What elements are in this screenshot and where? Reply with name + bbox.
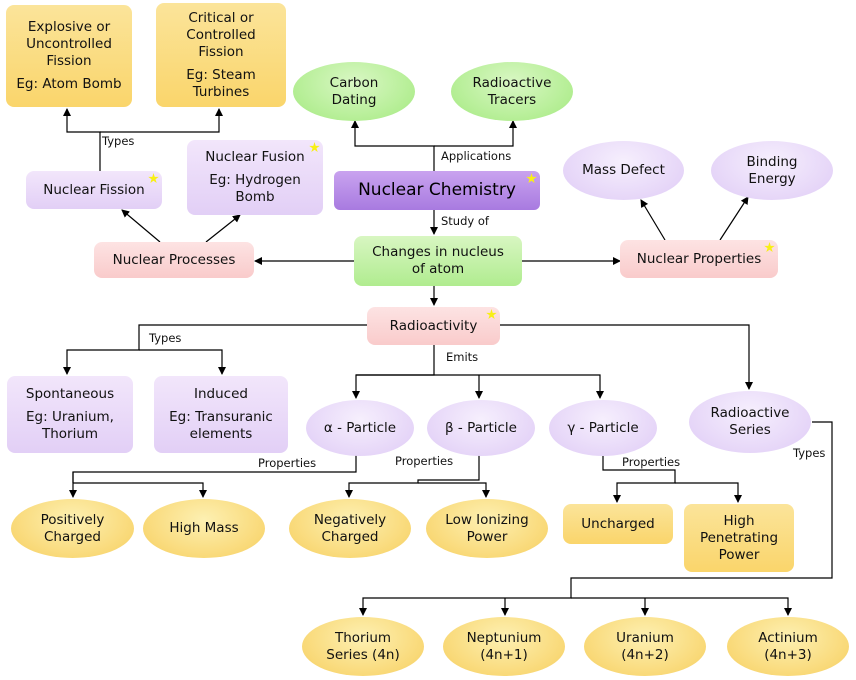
radioactive-series-node: Radioactive Series [689,391,811,453]
radioactivity-node: Radioactivity [367,307,500,345]
alpha-particle-label: α - Particle [323,419,397,436]
star-icon [309,142,320,153]
negatively-charged-node: Negatively Charged [289,499,411,558]
radioactivity-label: Radioactivity [389,317,478,334]
link-label-types-fission: Types [102,134,135,148]
nuclear-fusion-example: Eg: Hydrogen Bomb [209,172,301,205]
critical-fission-example: Eg: Steam Turbines [186,66,256,100]
critical-fission-line-2: Controlled [186,26,256,43]
uncharged-label: Uncharged [581,515,655,532]
mass-defect-label: Mass Defect [582,162,665,178]
negatively-charged-label: Negatively Charged [313,511,387,545]
link-label-types-radioactivity: Types [149,331,182,345]
critical-fission-line-3: Fission [198,43,244,60]
explosive-fission-node: Explosive or Uncontrolled Fission Eg: At… [6,5,132,107]
neptunium-series-label: Neptunium (4n+1) [466,629,542,663]
mass-defect-node: Mass Defect [563,141,684,200]
radioactive-series-label: Radioactive Series [710,405,790,438]
nuclear-fission-node: Nuclear Fission [26,171,162,209]
explosive-fission-line-2: Uncontrolled [26,36,112,52]
positively-charged-label: Positively Charged [40,511,105,545]
positively-charged-node: Positively Charged [11,499,134,558]
link-label-applications: Applications [441,149,512,163]
nuclear-properties-label: Nuclear Properties [636,250,762,267]
gamma-particle-label: γ - Particle [567,419,639,436]
actinium-series-node: Actinium (4n+3) [727,617,849,676]
uranium-series-label: Uranium (4n+2) [616,629,674,663]
induced-label: Induced [194,386,248,402]
star-icon [526,173,537,184]
star-icon [148,173,159,184]
binding-energy-node: Binding Energy [711,141,833,200]
high-mass-node: High Mass [143,499,265,558]
beta-particle-node: β - Particle [427,400,535,456]
thorium-series-node: Thorium Series (4n) [302,617,424,676]
star-icon [764,242,775,253]
explosive-fission-line-1: Explosive or [27,19,111,35]
neptunium-series-node: Neptunium (4n+1) [443,617,565,676]
thorium-series-label: Thorium Series (4n) [326,629,400,663]
uncharged-node: Uncharged [563,504,673,544]
star-icon [486,309,497,320]
low-ionizing-power-label: Low Ionizing Power [445,511,529,545]
nuclear-processes-node: Nuclear Processes [94,242,254,278]
nuclear-fission-label: Nuclear Fission [43,181,145,198]
spontaneous-example: Eg: Uranium, Thorium [26,409,114,442]
carbon-dating-label: Carbon Dating [329,74,379,108]
uranium-series-node: Uranium (4n+2) [584,617,706,676]
explosive-fission-line-3: Fission [46,53,92,69]
high-penetrating-power-label: High Penetrating Power [699,512,779,563]
link-label-emits: Emits [446,350,479,364]
high-mass-label: High Mass [169,520,239,536]
nuclear-fusion-node: Nuclear Fusion Eg: Hydrogen Bomb [187,140,323,215]
link-label-study-of: Study of [441,214,489,228]
high-penetrating-power-node: High Penetrating Power [684,504,794,572]
explosive-fission-example: Eg: Atom Bomb [16,76,122,92]
nuclear-chemistry-title: Nuclear Chemistry [334,171,540,210]
induced-example: Eg: Transuranic elements [169,409,273,442]
carbon-dating-node: Carbon Dating [293,62,415,121]
radioactive-tracers-label: Radioactive Tracers [472,74,552,108]
alpha-particle-node: α - Particle [306,400,414,456]
spontaneous-label: Spontaneous [25,386,115,402]
radioactive-tracers-node: Radioactive Tracers [451,62,573,121]
induced-node: Induced Eg: Transuranic elements [154,376,288,453]
link-label-properties-beta: Properties [395,454,454,468]
spontaneous-node: Spontaneous Eg: Uranium, Thorium [7,376,133,453]
gamma-particle-node: γ - Particle [549,400,657,456]
changes-in-nucleus-label: Changes in nucleus of atom [372,244,504,277]
link-label-properties-gamma: Properties [622,455,681,469]
nuclear-chemistry-label: Nuclear Chemistry [358,180,516,200]
link-label-types-series: Types [793,446,826,460]
binding-energy-label: Binding Energy [746,153,798,187]
actinium-series-label: Actinium (4n+3) [758,629,818,663]
link-label-properties-alpha: Properties [258,456,317,470]
critical-fission-line-1: Critical or [188,9,254,26]
critical-fission-node: Critical or Controlled Fission Eg: Steam… [156,3,286,107]
nuclear-properties-node: Nuclear Properties [620,240,778,278]
nuclear-processes-label: Nuclear Processes [112,251,236,268]
changes-in-nucleus-node: Changes in nucleus of atom [354,236,522,286]
beta-particle-label: β - Particle [445,419,517,436]
low-ionizing-power-node: Low Ionizing Power [426,499,548,558]
nuclear-fusion-label: Nuclear Fusion [205,149,305,165]
